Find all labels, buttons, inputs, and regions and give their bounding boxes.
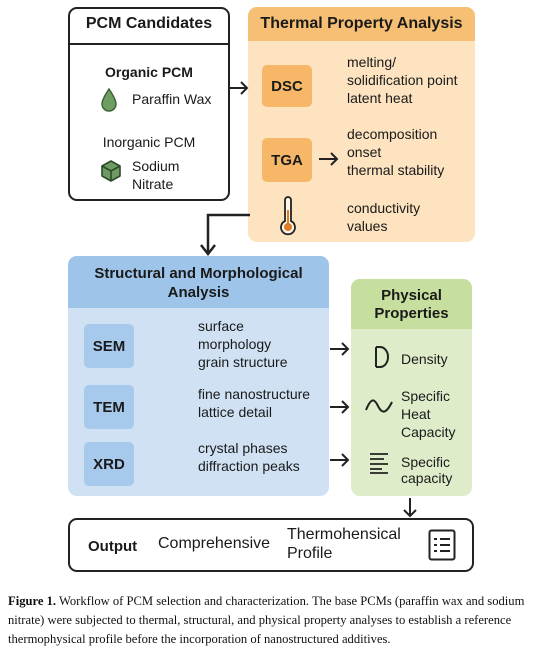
output-box xyxy=(68,518,474,572)
thermometer-icon xyxy=(277,196,299,236)
dsc-chip xyxy=(262,65,312,107)
sem-desc-line3: grain structure xyxy=(198,354,288,370)
tga-desc-line3: thermal stability xyxy=(347,162,445,178)
output-label: Output xyxy=(88,538,138,555)
nitrate-label: Nitrate xyxy=(132,176,174,192)
thermal-analysis-header xyxy=(248,7,475,41)
xrd-desc-line1: crystal phases xyxy=(198,440,288,456)
pcm-candidates-header-divider xyxy=(69,43,229,45)
thermal-to-structural-arrow xyxy=(196,205,250,257)
structural-to-density-arrow xyxy=(329,341,351,357)
capacity-line1: Specific xyxy=(401,454,451,470)
paraffin-wax-label: Paraffin Wax xyxy=(132,91,212,107)
conductivity-desc-line1: conductivity xyxy=(347,200,421,216)
capacity-document-icon xyxy=(368,452,390,474)
candidates-to-thermal-arrow xyxy=(228,80,250,96)
sodium-label: Sodium xyxy=(132,158,180,174)
physical-properties-header xyxy=(351,279,472,329)
dsc-desc-line3: latent heat xyxy=(347,90,413,106)
tga-chip xyxy=(262,138,312,182)
physical-title-line1: Physical xyxy=(381,287,442,304)
physical-to-output-arrow xyxy=(402,497,418,519)
structural-to-heat-capacity-arrow xyxy=(329,399,351,415)
figure-caption: Figure 1. Workflow of PCM selection and … xyxy=(8,592,538,649)
tem-desc-line1: fine nanostructure xyxy=(198,386,311,402)
pcm-candidates-title: PCM Candidates xyxy=(85,15,213,32)
tem-desc-line2: lattice detail xyxy=(198,404,272,420)
tga-arrow-icon xyxy=(318,151,340,167)
dsc-desc-line2: solidification point xyxy=(347,72,458,88)
sem-desc-line1: surface xyxy=(198,318,244,334)
figure-caption-text: Workflow of PCM selection and characteri… xyxy=(8,594,525,646)
tga-desc-line1: decomposition xyxy=(347,126,438,142)
tga-desc-line2: onset xyxy=(347,144,382,160)
density-label: Density xyxy=(401,351,448,367)
figure-caption-label: Figure 1. xyxy=(8,594,57,608)
structural-title-line2: Analysis xyxy=(167,284,230,301)
heat-capacity-line3: Capacity xyxy=(401,424,456,440)
xrd-chip xyxy=(84,442,134,486)
tem-label: TEM xyxy=(93,399,125,416)
tga-label: TGA xyxy=(271,152,303,169)
output-comprehensive-text: Comprehensive xyxy=(158,535,271,552)
output-profile-line1: Thermohensical xyxy=(287,526,401,543)
sem-desc-line2: morphology xyxy=(198,336,272,352)
structural-title-line1: Structural and Morphological xyxy=(94,265,303,282)
heat-capacity-line1: Specific xyxy=(401,388,451,404)
capacity-line2: capacity xyxy=(401,470,453,486)
tem-chip xyxy=(84,385,134,429)
thermal-analysis-title: Thermal Property Analysis xyxy=(260,15,463,32)
wave-icon xyxy=(364,396,394,416)
pcm-candidates-box xyxy=(68,7,230,201)
drop-icon xyxy=(100,88,118,112)
dsc-label: DSC xyxy=(271,78,303,95)
sem-chip xyxy=(84,324,134,368)
inorganic-pcm-heading: Inorganic PCM xyxy=(102,134,196,150)
physical-title-line2: Properties xyxy=(374,305,449,322)
structural-analysis-header xyxy=(68,256,329,308)
xrd-desc-line2: diffraction peaks xyxy=(198,458,300,474)
output-profile-line2: Profile xyxy=(287,545,333,562)
density-icon xyxy=(374,345,390,369)
dsc-desc-line1: melting/ xyxy=(347,54,397,70)
report-document-icon xyxy=(428,529,456,561)
xrd-label: XRD xyxy=(93,456,125,473)
organic-pcm-heading: Organic PCM xyxy=(105,64,193,80)
structural-to-capacity-arrow xyxy=(329,452,351,468)
conductivity-desc-line2: values xyxy=(347,218,388,234)
sem-label: SEM xyxy=(92,338,126,355)
cube-icon xyxy=(99,159,123,183)
heat-capacity-line2: Heat xyxy=(401,406,431,422)
